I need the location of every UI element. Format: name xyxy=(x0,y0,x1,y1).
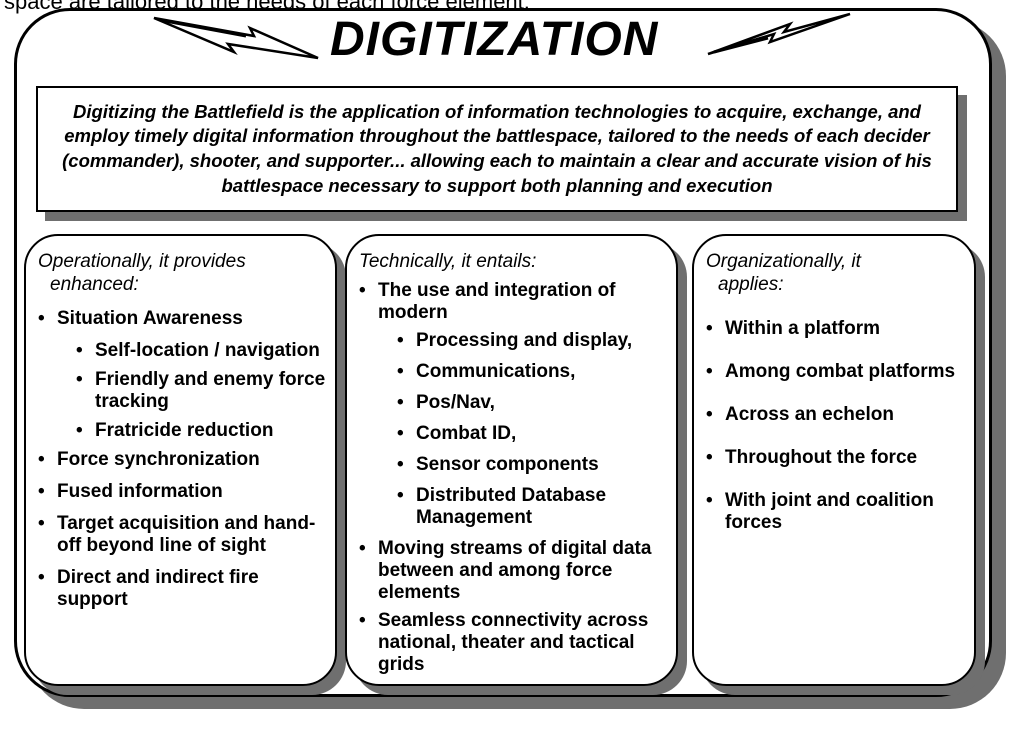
list-item: Throughout the force xyxy=(706,447,968,469)
list-item: Seamless connectivity across national, t… xyxy=(359,610,677,676)
organizational-column: Organizationally, it applies: Within a p… xyxy=(692,234,976,686)
left-lightning-bolt-icon xyxy=(153,16,319,60)
operational-heading-line2: enhanced: xyxy=(50,274,139,295)
list-item: With joint and coalition forces xyxy=(706,490,968,534)
list-item: The use and integration of modern xyxy=(359,280,677,324)
list-item: Distributed Database Management xyxy=(397,485,677,529)
organizational-heading-line2: applies: xyxy=(718,274,784,295)
list-item: Sensor components xyxy=(397,454,677,476)
organizational-heading: Organizationally, it applies: xyxy=(706,250,861,296)
list-item: Friendly and enemy force tracking xyxy=(76,369,328,413)
technical-column: Technically, it entails: The use and int… xyxy=(345,234,678,686)
list-item: Moving streams of digital data between a… xyxy=(359,538,677,604)
list-item: Fratricide reduction xyxy=(76,420,328,442)
operational-heading: Operationally, it provides enhanced: xyxy=(38,250,246,296)
technical-list: The use and integration of modern Proces… xyxy=(359,280,677,682)
list-item: Combat ID, xyxy=(397,423,677,445)
definition-text: Digitizing the Battlefield is the applic… xyxy=(62,100,932,196)
right-lightning-bolt-icon xyxy=(707,12,851,56)
list-item: Among combat platforms xyxy=(706,361,968,383)
list-item: Force synchronization xyxy=(38,449,328,471)
list-item: Direct and indirect fire support xyxy=(38,567,328,611)
list-item: Across an echelon xyxy=(706,404,968,426)
operational-heading-line1: Operationally, it provides xyxy=(38,251,246,272)
list-item: Fused information xyxy=(38,481,328,503)
operational-column: Operationally, it provides enhanced: Sit… xyxy=(24,234,337,686)
list-item: Situation Awareness xyxy=(38,308,328,330)
list-item: Communications, xyxy=(397,361,677,383)
definition-box: Digitizing the Battlefield is the applic… xyxy=(36,86,958,212)
organizational-list: Within a platform Among combat platforms… xyxy=(706,318,968,555)
technical-heading: Technically, it entails: xyxy=(359,250,536,273)
operational-list: Situation Awareness Self-location / navi… xyxy=(38,308,328,621)
list-item: Target acquisition and hand-off beyond l… xyxy=(38,513,328,557)
list-item: Self-location / navigation xyxy=(76,340,328,362)
list-item: Pos/Nav, xyxy=(397,392,677,414)
technical-heading-line1: Technically, it entails: xyxy=(359,251,537,272)
list-item: Processing and display, xyxy=(397,330,677,352)
organizational-heading-line1: Organizationally, it xyxy=(706,251,861,272)
page-title: DIGITIZATION xyxy=(330,13,659,66)
list-item: Within a platform xyxy=(706,318,968,340)
